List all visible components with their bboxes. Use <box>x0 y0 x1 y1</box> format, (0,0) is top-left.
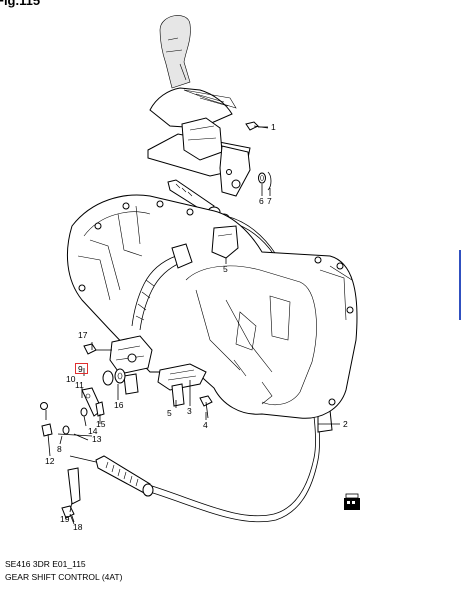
bolt-1 <box>245 121 269 131</box>
callout-1: 1 <box>271 122 276 132</box>
connector-icon <box>344 493 360 510</box>
callout-5-lower: 5 <box>167 408 172 418</box>
clip-7 <box>267 171 272 191</box>
callout-16: 16 <box>114 400 124 410</box>
callout-10: 10 <box>66 374 76 384</box>
callout-15: 15 <box>96 419 106 429</box>
callout-9: 9 <box>78 364 83 374</box>
callout-7: 7 <box>267 196 272 206</box>
callout-4: 4 <box>203 420 208 430</box>
callout-3: 3 <box>187 406 192 416</box>
nut-6 <box>258 172 266 184</box>
callout-9-highlight <box>75 363 88 374</box>
callout-5-upper: 5 <box>223 264 228 274</box>
callout-14: 14 <box>88 426 98 436</box>
diagram-code: SE416 3DR E01_115 <box>5 559 86 569</box>
callout-6: 6 <box>259 196 264 206</box>
callout-19: 19 <box>60 514 70 524</box>
leader-lines <box>45 126 340 523</box>
diagram-title: GEAR SHIFT CONTROL (4AT) <box>5 572 123 582</box>
shift-lever-assembly <box>147 15 251 197</box>
callout-18: 18 <box>73 522 83 532</box>
callout-17: 17 <box>78 330 88 340</box>
shift-bracket-group <box>40 335 213 525</box>
callout-8: 8 <box>57 444 62 454</box>
callout-numbers: 1 2 3 4 5 5 6 7 8 9 10 11 12 13 14 15 16… <box>45 122 348 532</box>
transmission-case <box>66 194 358 419</box>
callout-2: 2 <box>343 419 348 429</box>
callout-11: 11 <box>75 380 84 390</box>
figure-header: Fig.115 <box>0 0 40 8</box>
callout-13: 13 <box>92 434 102 444</box>
callout-12: 12 <box>45 456 55 466</box>
